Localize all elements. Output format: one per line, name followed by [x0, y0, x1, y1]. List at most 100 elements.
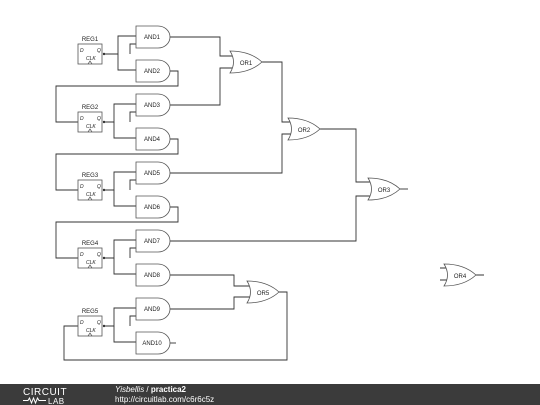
and-gate-body	[135, 263, 171, 287]
wire	[129, 247, 136, 258]
and-gate-label: AND10	[142, 341, 162, 347]
or-gate-1: OR1	[229, 50, 263, 74]
and-gate-body	[135, 127, 171, 151]
wire	[104, 239, 136, 259]
wire	[129, 111, 136, 122]
register-label: REG4	[82, 241, 99, 247]
and-gate-label: AND5	[144, 171, 161, 177]
register-q-pin: Q	[97, 252, 101, 258]
or-gate-body	[246, 280, 280, 304]
register-body	[77, 179, 103, 201]
author-separator: /	[144, 385, 151, 394]
circuit-url[interactable]: http://circuitlab.com/c6r6c5z	[115, 395, 215, 404]
wire	[55, 70, 179, 123]
wire	[170, 67, 236, 106]
register-body	[77, 43, 103, 65]
and-gate-label: AND1	[144, 35, 161, 41]
and-gate-body	[135, 229, 171, 253]
register-d-pin: D	[80, 184, 84, 190]
and-gate-label: AND6	[144, 205, 161, 211]
register-label: REG1	[82, 37, 99, 43]
wire	[104, 35, 136, 55]
wire	[129, 315, 136, 326]
register-q-pin: Q	[97, 184, 101, 190]
output-node	[102, 324, 106, 328]
or-gate-body	[287, 117, 321, 141]
logo-text-circuit: CIRCUIT	[23, 387, 67, 398]
wire	[104, 171, 136, 191]
wire	[262, 61, 292, 123]
register-q-pin: Q	[97, 48, 101, 54]
and-gate-body	[135, 195, 171, 219]
and-gate-label: AND7	[144, 239, 161, 245]
output-node	[102, 188, 106, 192]
output-node	[102, 256, 106, 260]
wire	[170, 274, 251, 287]
or-gate-body	[229, 50, 263, 74]
wire	[170, 36, 236, 57]
logo-text-lab: LAB	[48, 397, 65, 405]
and-gate-10: AND10	[135, 331, 171, 355]
register-d-pin: D	[80, 48, 84, 54]
and-gate-5: AND5	[135, 161, 171, 185]
wire	[63, 291, 288, 361]
output-node	[102, 52, 106, 56]
or-gate-2: OR2	[287, 117, 321, 141]
and-gate-label: AND8	[144, 273, 161, 279]
clock-edge-icon	[87, 196, 93, 201]
wire	[104, 103, 136, 123]
wire	[113, 326, 136, 343]
and-gate-body	[135, 297, 171, 321]
circuitlab-logo[interactable]: CIRCUIT LAB	[22, 386, 92, 405]
wire	[129, 43, 136, 54]
footer-bar	[0, 384, 540, 405]
wire	[170, 195, 372, 242]
logo-resistor-icon	[23, 396, 46, 405]
register-label: REG5	[82, 309, 99, 315]
or-gate-label: OR5	[257, 291, 270, 297]
or-gate-4: OR4	[443, 263, 477, 287]
register-d-pin: D	[80, 252, 84, 258]
wire	[117, 54, 136, 71]
wire	[129, 179, 136, 190]
register-clk-pin: CLK	[86, 192, 96, 198]
register-label: REG3	[82, 173, 99, 179]
register-d-pin: D	[80, 320, 84, 326]
or-gate-label: OR3	[378, 188, 391, 194]
register-body	[77, 247, 103, 269]
wire	[170, 296, 251, 310]
and-gate-6: AND6	[135, 195, 171, 219]
or-gate-5: OR5	[246, 280, 280, 304]
register-clk-pin: CLK	[86, 260, 96, 266]
register-clk-pin: CLK	[86, 56, 96, 62]
wire	[113, 258, 136, 275]
or-gate-3: OR3	[367, 177, 401, 201]
and-gate-7: AND7	[135, 229, 171, 253]
circuit-title[interactable]: practica2	[150, 385, 187, 394]
and-gate-label: AND2	[144, 69, 161, 75]
register-label: REG2	[82, 105, 99, 111]
and-gate-body	[135, 93, 171, 117]
register-body	[77, 315, 103, 337]
clock-edge-icon	[87, 128, 93, 133]
and-gate-4: AND4	[135, 127, 171, 151]
wire	[113, 122, 136, 139]
register-clk-pin: CLK	[86, 328, 96, 334]
author-name[interactable]: Yisbellis	[115, 385, 145, 394]
wires	[55, 35, 484, 361]
output-node	[102, 120, 106, 124]
author-line: Yisbellis / practica2	[115, 385, 186, 394]
register-q-pin: Q	[97, 320, 101, 326]
or-gate-body	[443, 263, 477, 287]
clock-edge-icon	[87, 332, 93, 337]
or-gate-label: OR2	[298, 128, 311, 134]
or-gate-label: OR1	[240, 61, 253, 67]
and-gate-label: AND4	[144, 137, 161, 143]
